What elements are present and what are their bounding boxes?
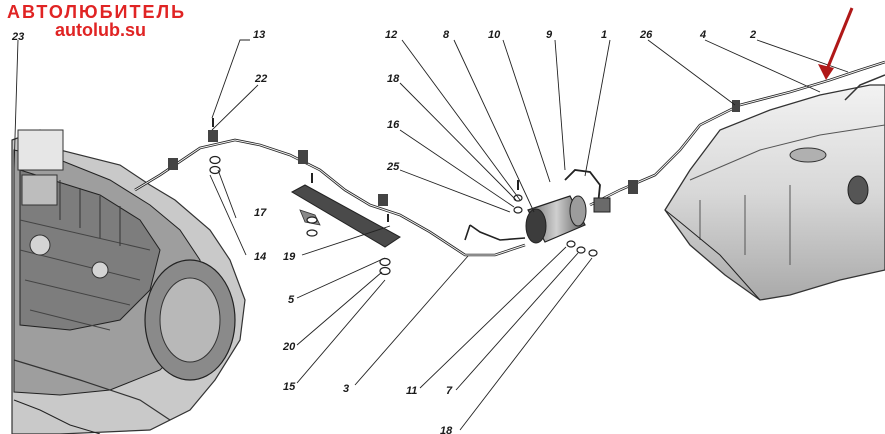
small-hardware	[209, 118, 598, 276]
leader-lines	[13, 39, 849, 431]
callout-19: 19	[283, 251, 296, 263]
line-clips	[168, 100, 740, 206]
callout-14: 14	[254, 251, 266, 263]
callout-2: 2	[749, 29, 756, 41]
fuel-filter	[525, 195, 611, 244]
callout-9: 9	[546, 29, 553, 41]
callout-23: 23	[11, 31, 24, 43]
callout-16: 16	[387, 119, 400, 131]
callout-4: 4	[699, 29, 706, 41]
callout-3: 3	[343, 383, 349, 395]
callout-labels: 23 13 22 17 14 19 5 20 15 3 12 8 10 9 1 …	[11, 29, 756, 434]
callout-10: 10	[488, 29, 501, 41]
callout-12: 12	[385, 29, 397, 41]
watermark-site: autolub.su	[55, 20, 146, 40]
engine-block	[11, 129, 246, 434]
callout-5: 5	[288, 294, 295, 306]
callout-25: 25	[386, 161, 400, 173]
callout-1: 1	[601, 29, 607, 41]
callout-7: 7	[446, 385, 453, 397]
callout-8: 8	[443, 29, 450, 41]
callout-18-top: 18	[387, 73, 400, 85]
callout-13: 13	[253, 29, 265, 41]
fuel-tank	[664, 74, 885, 301]
callout-11: 11	[406, 385, 417, 397]
callout-22: 22	[254, 73, 267, 85]
callout-18-bottom: 18	[440, 425, 453, 434]
watermark-title: АВТОЛЮБИТЕЛЬ	[7, 2, 187, 22]
callout-15: 15	[283, 381, 296, 393]
red-pointer-arrow-icon	[818, 7, 854, 80]
callout-17: 17	[254, 207, 267, 219]
callout-26: 26	[639, 29, 653, 41]
callout-20: 20	[282, 341, 296, 353]
